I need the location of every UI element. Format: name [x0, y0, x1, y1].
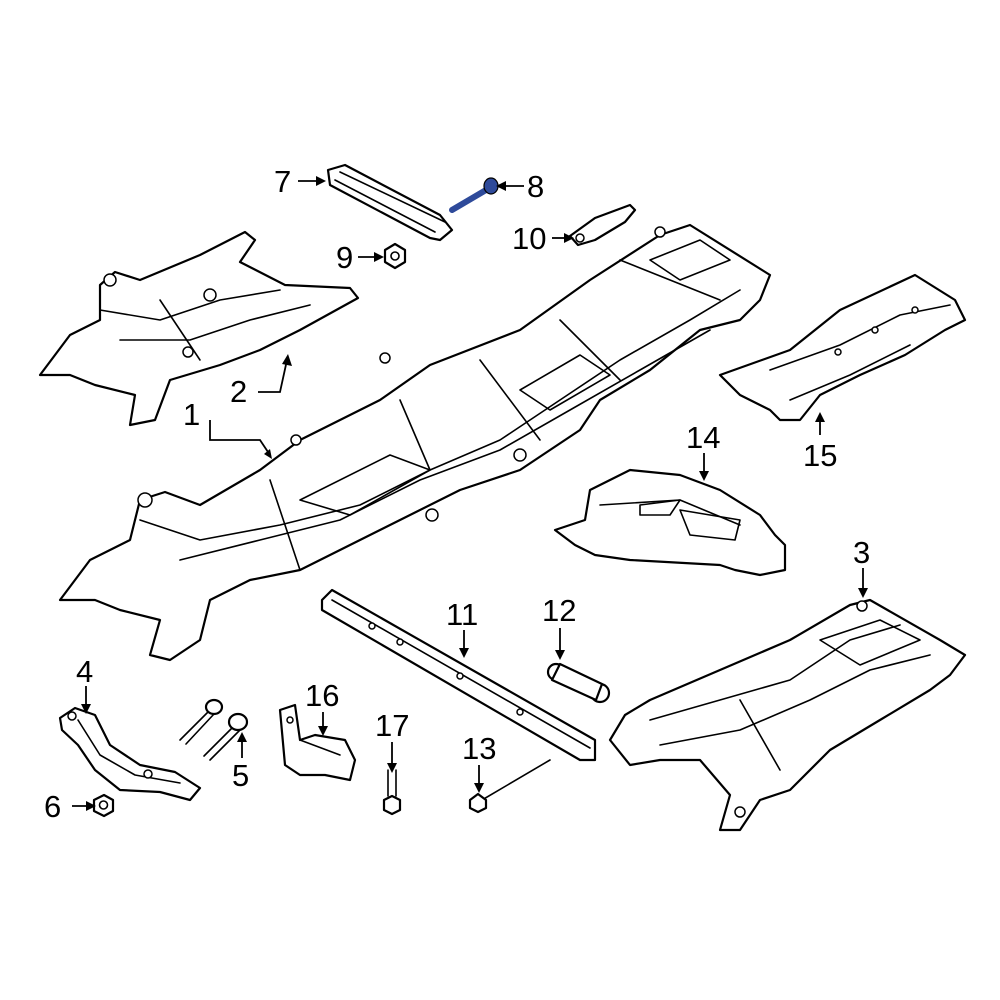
link-12-part[interactable]: [546, 662, 611, 704]
callout-2: 2: [230, 374, 247, 409]
callout-11: 11: [446, 597, 478, 632]
callout-8: 8: [527, 169, 544, 204]
callout-12: 12: [542, 593, 576, 628]
front-frame-section-part[interactable]: [38, 230, 360, 427]
bolt-13-part[interactable]: [468, 759, 551, 814]
callout-16: 16: [305, 678, 339, 713]
callout-5: 5: [232, 758, 249, 793]
skid-plate-7-part[interactable]: [326, 163, 454, 242]
rear-frame-section-part[interactable]: [608, 598, 967, 832]
nut-9-part[interactable]: [383, 242, 407, 270]
bolt-8-highlighted-part[interactable]: [449, 177, 499, 213]
callout-1: 1: [183, 397, 200, 432]
callout-labels: 1 2 3 4 5 6 7 8 9 10 11 12 13 14 15 16 1…: [44, 164, 870, 824]
bracket-10-part[interactable]: [568, 203, 637, 247]
callout-10: 10: [512, 221, 546, 256]
arrowheads: [81, 176, 868, 811]
callout-14: 14: [686, 420, 720, 455]
callout-9: 9: [336, 240, 353, 275]
callout-6: 6: [44, 789, 61, 824]
bracket-part[interactable]: [58, 706, 202, 802]
crossmember-11-part[interactable]: [320, 588, 597, 762]
floor-shield-15-part[interactable]: [718, 273, 967, 422]
main-frame-part[interactable]: [58, 223, 772, 662]
nut-6-part[interactable]: [92, 793, 115, 818]
callout-15: 15: [803, 438, 837, 473]
mount-16-part[interactable]: [278, 703, 357, 782]
heat-shield-14-part[interactable]: [553, 468, 787, 577]
bolt-17-part[interactable]: [382, 769, 402, 816]
callout-13: 13: [462, 731, 496, 766]
callout-3: 3: [853, 535, 870, 570]
callout-7: 7: [274, 164, 291, 199]
callout-17: 17: [375, 708, 409, 743]
stud-set-part[interactable]: [179, 698, 249, 761]
callout-4: 4: [76, 654, 93, 689]
